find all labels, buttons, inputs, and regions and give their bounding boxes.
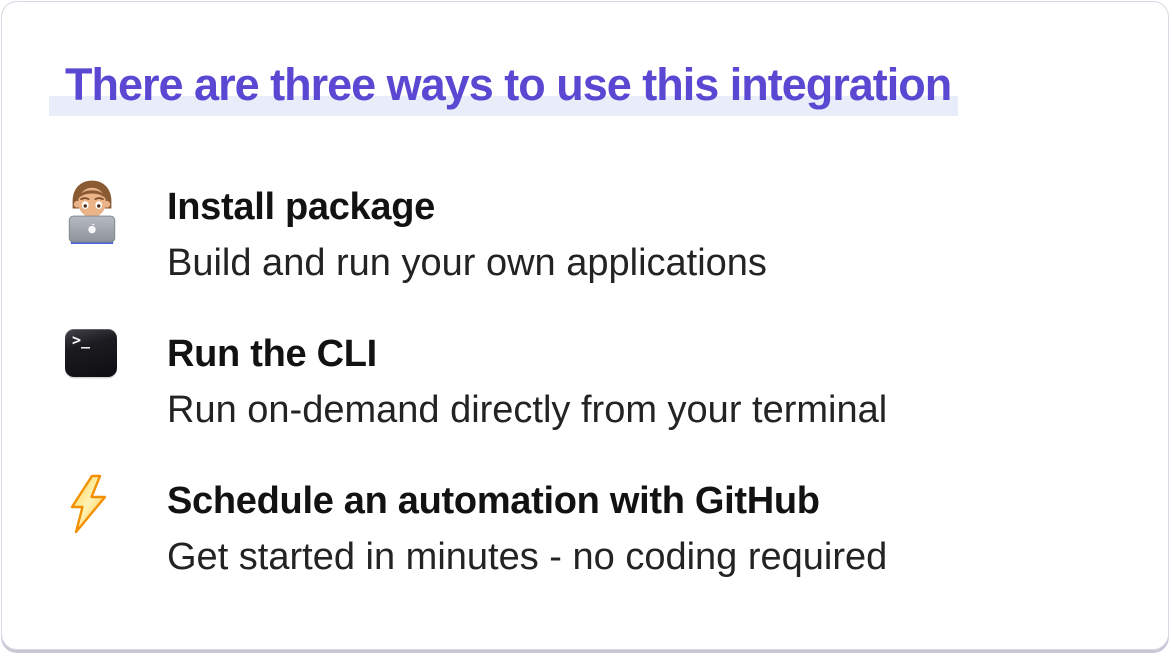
page-title-text: There are three ways to use this integra… (65, 59, 952, 110)
technologist-emoji (68, 180, 116, 244)
terminal-emoji: >_ (65, 329, 117, 377)
terminal-prompt-glyph: >_ (72, 331, 91, 349)
list-item-schedule-automation: Schedule an automation with GitHub Get s… (65, 474, 1168, 581)
item-subtitle: Run on-demand directly from your termina… (167, 388, 888, 431)
item-title: Install package (167, 186, 435, 228)
integration-options-list: Install package Build and run your own a… (65, 180, 1168, 581)
item-subtitle: Build and run your own applications (167, 241, 767, 284)
list-item-install-package: Install package Build and run your own a… (65, 180, 1168, 287)
page-title: There are three ways to use this integra… (49, 59, 959, 116)
item-title: Schedule an automation with GitHub (167, 480, 820, 522)
heading-highlight (49, 96, 959, 116)
item-title: Run the CLI (167, 333, 377, 375)
lightning-bolt-icon (70, 474, 107, 534)
item-subtitle: Get started in minutes - no coding requi… (167, 535, 888, 578)
list-item-run-cli: >_ Run the CLI Run on-demand directly fr… (65, 329, 1168, 434)
